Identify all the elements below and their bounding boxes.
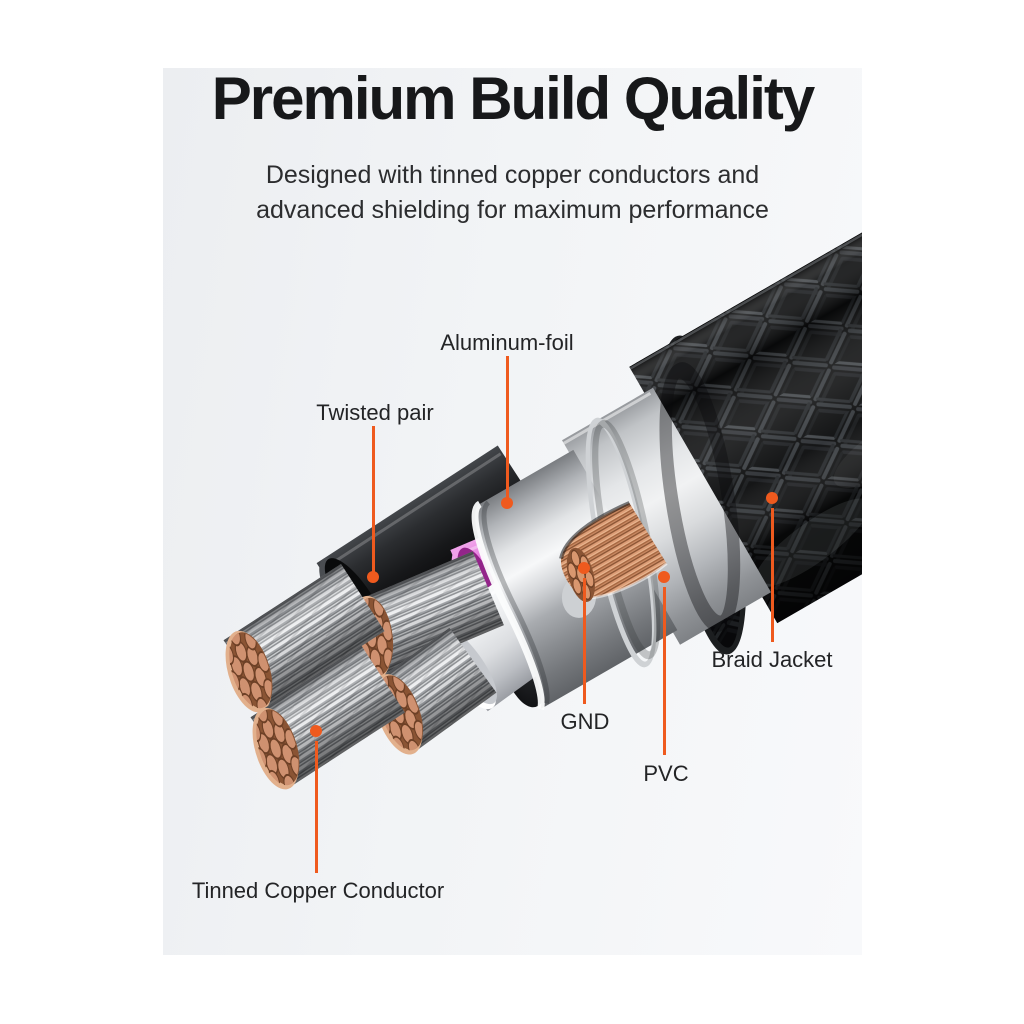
callout-label-gnd: GND: [560, 709, 610, 734]
callout-label-aluminum-foil: Aluminum-foil: [440, 330, 574, 355]
subtitle-line-1: Designed with tinned copper conductors a…: [265, 161, 760, 189]
tinned-strands-green: [248, 645, 405, 795]
leader-line: [770, 508, 774, 642]
callout-label-twisted-pair: Twisted pair: [316, 400, 434, 425]
anchor-dot: [310, 725, 322, 737]
page-subtitle: Designed with tinned copper conductors a…: [163, 158, 862, 228]
leader-line: [314, 741, 318, 873]
leader-line: [662, 587, 666, 755]
pvc-layer: [562, 362, 771, 645]
anchor-dot: [367, 571, 379, 583]
anchor-dot: [766, 492, 778, 504]
page-title: Premium Build Quality: [211, 65, 815, 132]
callout-label-braid-jacket: Braid Jacket: [711, 647, 833, 672]
leader-line: [505, 356, 509, 498]
anchor-dot: [501, 497, 513, 509]
subtitle-line-2: advanced shielding for maximum performan…: [256, 196, 769, 224]
anchor-dot: [578, 562, 590, 574]
callout-label-pvc: PVC: [643, 761, 689, 786]
tinned-strands-black: [221, 564, 385, 718]
leader-line: [582, 578, 586, 704]
anchor-dot: [658, 571, 670, 583]
leader-line: [371, 426, 375, 572]
callout-label-tinned-copper-conductor: Tinned Copper Conductor: [191, 878, 445, 903]
